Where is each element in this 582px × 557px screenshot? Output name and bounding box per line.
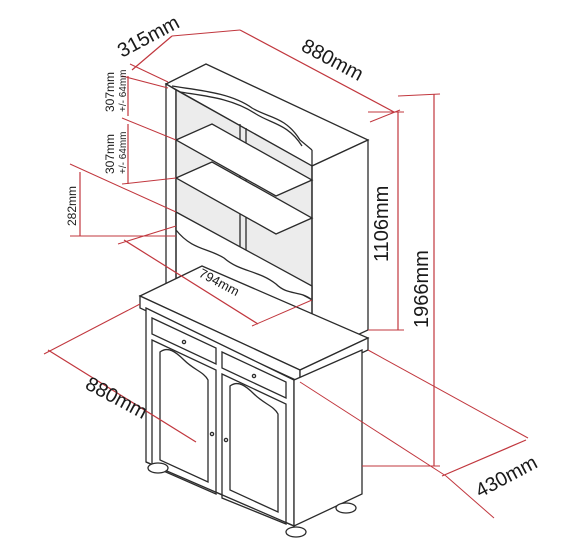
label-shelf-height-2: 307mm (103, 134, 117, 174)
label-top-depth: 315mm (114, 12, 183, 63)
label-hutch-height: 1106mm (371, 186, 393, 262)
dresser-drawing (138, 63, 370, 538)
hutch-body (165, 82, 369, 358)
label-top-width: 880mm (298, 35, 367, 86)
base-body (145, 306, 363, 538)
label-shelf-tolerance-2: +/- 64mm (118, 131, 129, 174)
label-total-height: 1966mm (411, 250, 433, 328)
dimension-lines (43, 29, 529, 519)
label-shelf-height-1: 307mm (103, 72, 117, 112)
label-shelf-tolerance-1: +/- 64mm (118, 69, 129, 112)
label-lower-shelf-height: 282mm (65, 186, 79, 226)
label-base-width: 880mm (82, 373, 151, 424)
